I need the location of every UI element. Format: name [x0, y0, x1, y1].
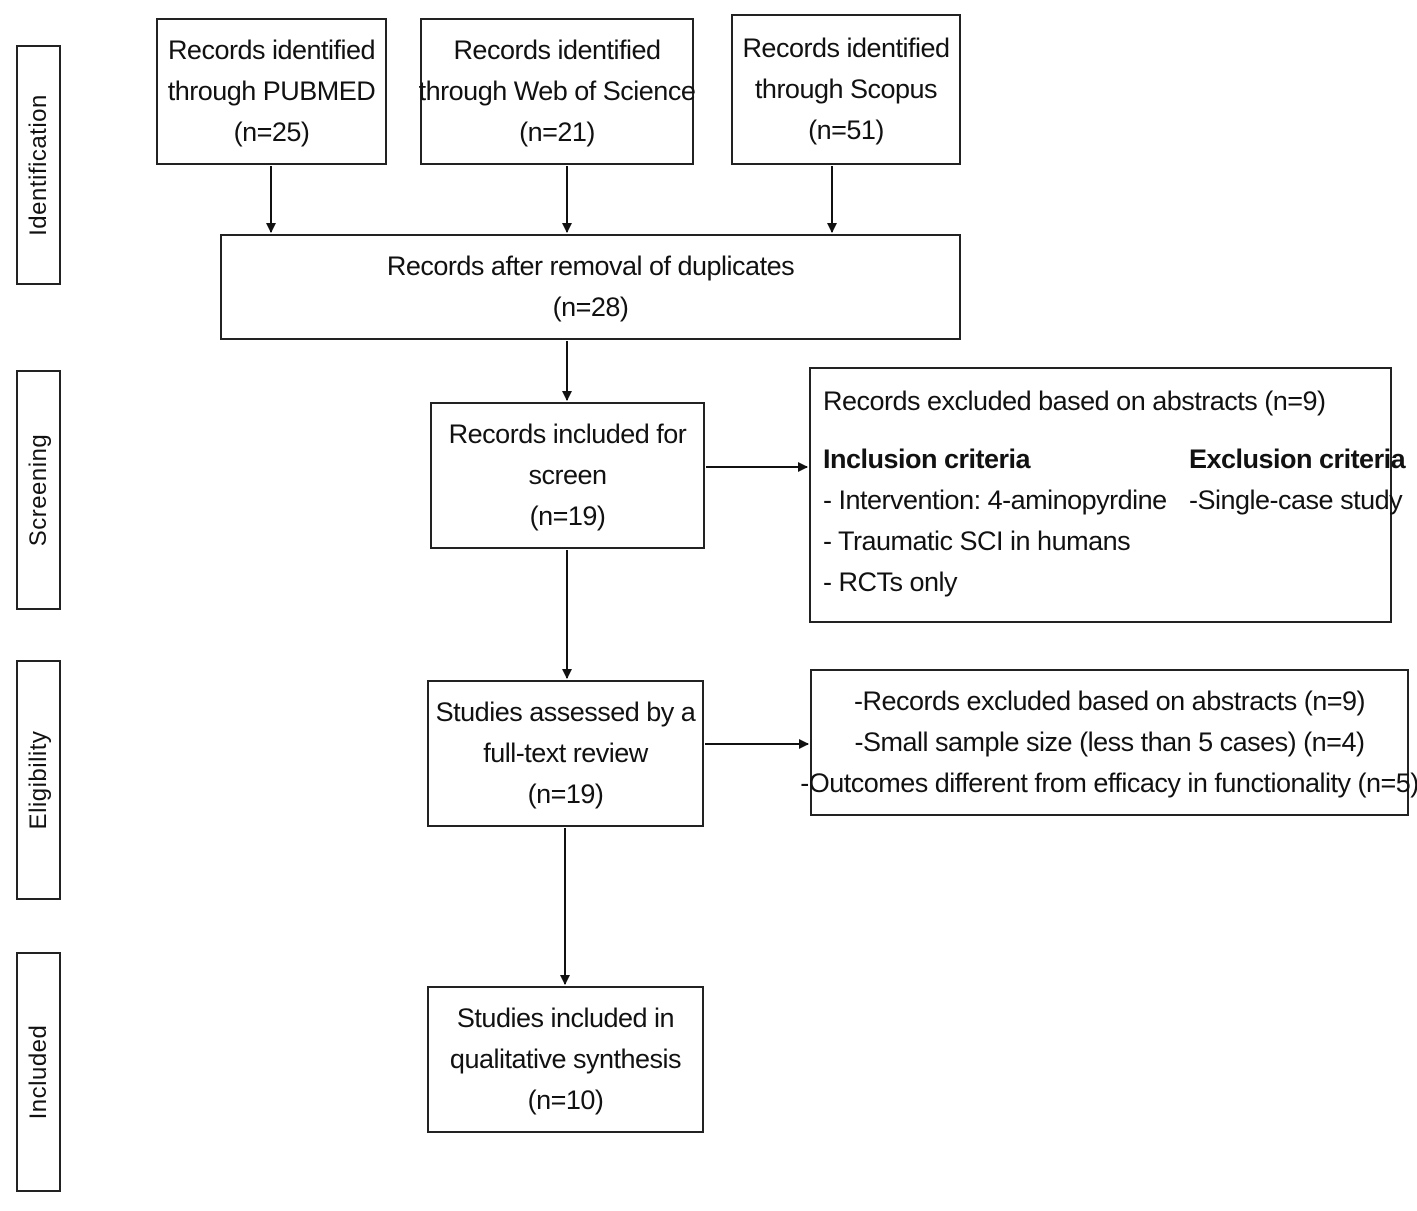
scopus-line-3: (n=51)	[808, 115, 884, 145]
duplicates-box: Records after removal of duplicates (n=2…	[220, 234, 961, 340]
screen-excluded-box: Records excluded based on abstracts (n=9…	[809, 367, 1406, 623]
stage-included: Included	[16, 952, 61, 1192]
inclusion-item: - Intervention: 4-aminopyrdine	[823, 485, 1167, 515]
exclusion-criteria: Exclusion criteria -Single-case study	[1189, 439, 1406, 521]
pubmed-line-2: through PUBMED	[167, 76, 376, 106]
stage-eligibility: Eligibility	[16, 660, 61, 900]
included-line-1: Studies included in	[456, 1003, 675, 1033]
pubmed-line-3: (n=25)	[233, 117, 310, 147]
fulltext-excluded-line: -Records excluded based on abstracts (n=…	[853, 686, 1366, 716]
screen-excluded-title: Records excluded based on abstracts (n=9…	[823, 386, 1326, 416]
included-line-3: (n=10)	[527, 1085, 604, 1115]
exclusion-item: -Single-case study	[1189, 485, 1403, 515]
screen-line-1: Records included for	[448, 419, 687, 449]
inclusion-criteria: Inclusion criteria - Intervention: 4-ami…	[823, 439, 1167, 603]
screen-line-2: screen	[528, 460, 607, 490]
wos-line-2: through Web of Science	[418, 76, 696, 106]
scopus-line-1: Records identified	[742, 33, 950, 63]
included-box: Studies included in qualitative synthesi…	[427, 986, 704, 1133]
inclusion-heading: Inclusion criteria	[823, 444, 1031, 474]
inclusion-item: - RCTs only	[823, 567, 958, 597]
web-of-science-box: Records identified through Web of Scienc…	[418, 18, 696, 165]
screen-line-3: (n=19)	[529, 501, 606, 531]
stage-screening: Screening	[16, 370, 61, 610]
fulltext-line-2: full-text review	[483, 738, 648, 768]
scopus-box: Records identified through Scopus (n=51)	[731, 14, 961, 165]
scopus-line-2: through Scopus	[754, 74, 938, 104]
duplicates-line-2: (n=28)	[552, 292, 629, 322]
pubmed-line-1: Records identified	[167, 35, 376, 65]
exclusion-heading: Exclusion criteria	[1189, 444, 1406, 474]
fulltext-line-3: (n=19)	[527, 779, 604, 809]
wos-line-1: Records identified	[453, 35, 661, 65]
fulltext-line-1: Studies assessed by a	[435, 697, 696, 727]
pubmed-box: Records identified through PUBMED (n=25)	[156, 18, 387, 165]
duplicates-line-1: Records after removal of duplicates	[386, 251, 795, 281]
stage-identification: Identification	[16, 45, 61, 285]
fulltext-excluded-box: -Records excluded based on abstracts (n=…	[800, 669, 1417, 816]
fulltext-excluded-line: -Small sample size (less than 5 cases) (…	[854, 727, 1365, 757]
included-line-2: qualitative synthesis	[449, 1044, 682, 1074]
fulltext-excluded-line: -Outcomes different from efficacy in fun…	[800, 768, 1417, 798]
screen-box: Records included for screen (n=19)	[430, 402, 705, 549]
wos-line-3: (n=21)	[519, 117, 595, 147]
fulltext-box: Studies assessed by a full-text review (…	[427, 680, 704, 827]
inclusion-item: - Traumatic SCI in humans	[823, 526, 1131, 556]
